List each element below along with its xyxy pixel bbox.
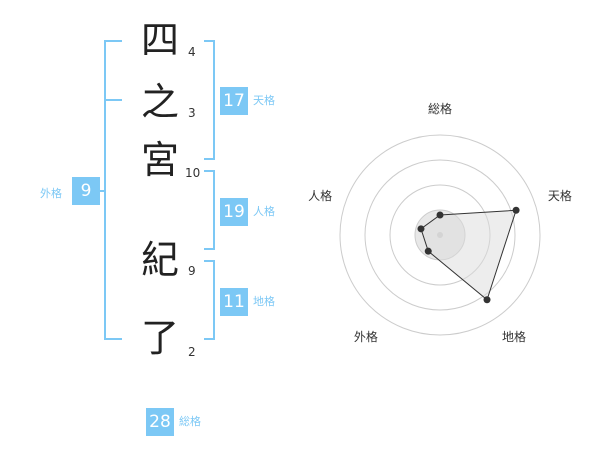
radar-axis-label-2: 地格 (502, 329, 526, 344)
name-char-2: 之 (140, 80, 179, 124)
radar-ring (364, 159, 516, 311)
radar-points (417, 206, 520, 304)
stroke-count-4: 9 (188, 264, 196, 278)
radar-polygon (420, 209, 517, 301)
jinkaku-bracket-top (204, 170, 215, 172)
tenkaku-value-box: 17 (220, 87, 248, 115)
name-char-5: 了 (140, 316, 179, 360)
radar-ring (339, 134, 541, 336)
chikaku-bracket-bottom (204, 338, 215, 340)
tenkaku-bracket-bottom (204, 158, 215, 160)
radar-point-3 (424, 247, 432, 255)
tenkaku-label: 天格 (253, 94, 275, 107)
tenkaku-bracket-top (204, 40, 215, 42)
name-char-1: 四 (140, 18, 179, 62)
name-char-4: 紀 (140, 238, 179, 282)
chikaku-label: 地格 (253, 295, 275, 308)
radar-axis-label-0: 総格 (428, 101, 452, 116)
name-char-3: 宮 (140, 138, 179, 182)
outer-bracket-mid (104, 99, 122, 101)
radar-point-2 (483, 296, 491, 304)
outer-bracket-bottom (104, 338, 122, 340)
radar-point-1 (512, 206, 520, 214)
radar-point-4 (417, 225, 425, 233)
chikaku-bracket-vertical (213, 260, 215, 340)
stroke-count-5: 2 (188, 345, 196, 359)
radar-point-0 (436, 211, 444, 219)
radar-axis-label-1: 天格 (548, 188, 572, 203)
stroke-count-3: 10 (185, 166, 201, 180)
radar-axis-label-4: 人格 (308, 188, 332, 203)
jinkaku-bracket-bottom (204, 248, 215, 250)
soukaku-label: 総格 (179, 415, 201, 428)
outer-bracket-connector (98, 190, 106, 192)
gaikaku-value-box: 9 (72, 177, 100, 205)
tenkaku-bracket-vertical (213, 40, 215, 160)
gaikaku-label: 外格 (40, 187, 62, 200)
jinkaku-label: 人格 (253, 205, 275, 218)
soukaku-value-box: 28 (146, 408, 174, 436)
jinkaku-bracket-vertical (213, 170, 215, 250)
stroke-count-1: 4 (188, 45, 196, 59)
chikaku-value-box: 11 (220, 288, 248, 316)
outer-bracket-top (104, 40, 122, 42)
jinkaku-value-box: 19 (220, 198, 248, 226)
chikaku-bracket-top (204, 260, 215, 262)
radar-axis-label-3: 外格 (354, 329, 378, 344)
stroke-count-2: 3 (188, 106, 196, 120)
